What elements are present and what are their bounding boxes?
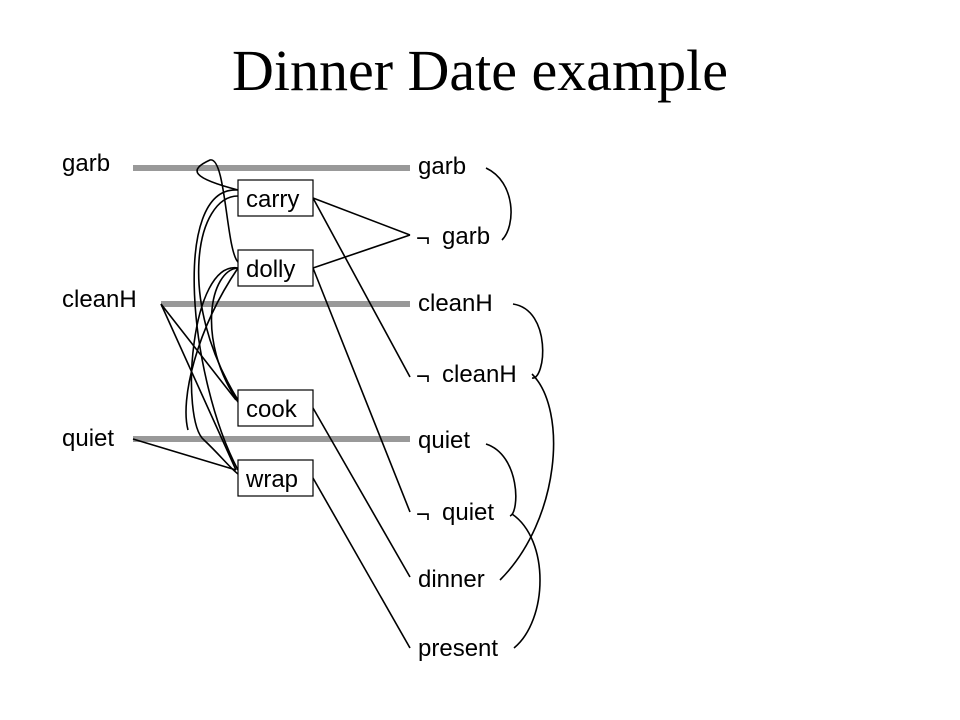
negation-mark-cleanH: ¬	[416, 363, 430, 390]
mutex-not-cleanH-dinner	[499, 373, 555, 581]
effect-dolly-not-quiet	[312, 267, 411, 513]
initial-propositions: garb cleanH quiet	[62, 150, 137, 452]
prop-dinner: dinner	[418, 566, 485, 593]
initial-prop-cleanH: cleanH	[62, 286, 137, 313]
action-dolly: dolly	[246, 256, 295, 283]
proposition-mutex-arcs	[485, 167, 555, 649]
level-propositions: garb ¬ garb cleanH ¬ cleanH quiet ¬ quie…	[416, 153, 517, 662]
action-box-wrap	[237, 459, 314, 497]
effect-dolly-not-garb	[312, 234, 411, 269]
negation-mark-garb: ¬	[416, 225, 430, 252]
effect-wrap-present	[312, 477, 411, 649]
action-box-dolly	[237, 249, 314, 287]
action-wrap: wrap	[245, 466, 298, 493]
action-box-carry	[237, 179, 314, 217]
slide-title: Dinner Date example	[231, 38, 728, 103]
mutex-carry-dolly	[196, 159, 239, 263]
prop-not-cleanH: cleanH	[442, 361, 517, 388]
action-carry: carry	[246, 186, 299, 213]
prop-present: present	[418, 635, 498, 662]
link-cleanH-wrap	[160, 303, 237, 471]
mutex-quiet-not-quiet	[485, 443, 517, 517]
effect-carry-not-garb	[312, 197, 411, 236]
prop-garb: garb	[418, 153, 466, 180]
precondition-links	[132, 303, 237, 471]
mutex-dolly-quiet	[185, 267, 239, 431]
actions: carry dolly cook wrap	[237, 179, 314, 497]
prop-quiet: quiet	[418, 427, 470, 454]
mutex-carry-wrap	[193, 189, 239, 471]
initial-prop-quiet: quiet	[62, 425, 114, 452]
link-quiet-wrap	[132, 438, 237, 471]
prop-not-garb: garb	[442, 223, 490, 250]
mutex-garb-not-garb	[485, 167, 512, 241]
negation-mark-quiet: ¬	[416, 501, 430, 528]
effect-cook-dinner	[312, 407, 411, 578]
action-box-cook	[237, 389, 314, 427]
action-cook: cook	[246, 396, 298, 423]
prop-cleanH: cleanH	[418, 290, 493, 317]
action-mutex-arcs	[185, 159, 239, 475]
effect-carry-not-cleanH	[312, 197, 411, 378]
mutex-not-quiet-present	[511, 513, 541, 649]
mutex-cleanH-not-cleanH	[512, 303, 544, 379]
link-cleanH-cook	[160, 303, 237, 401]
effect-links	[312, 197, 411, 649]
initial-prop-garb: garb	[62, 150, 110, 177]
mutex-dolly-wrap	[190, 267, 239, 475]
prop-not-quiet: quiet	[442, 499, 494, 526]
